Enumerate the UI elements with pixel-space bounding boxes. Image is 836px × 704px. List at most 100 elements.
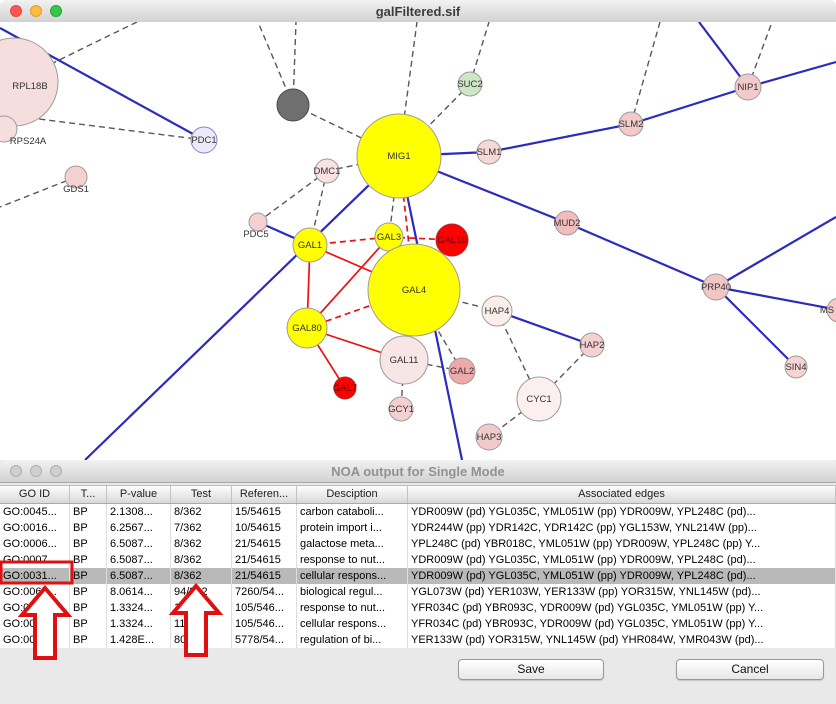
table-cell[interactable]: 80/362: [171, 632, 232, 648]
table-cell[interactable]: 7/362: [171, 520, 232, 536]
network-edge[interactable]: [413, 289, 463, 372]
table-cell[interactable]: galactose meta...: [297, 536, 408, 552]
table-cell[interactable]: carbon cataboli...: [297, 504, 408, 520]
table-cell[interactable]: YPL248C (pd) YBR018C, YML051W (pp) YDR00…: [408, 536, 836, 552]
network-edge[interactable]: [630, 22, 661, 125]
table-cell[interactable]: 8/362: [171, 504, 232, 520]
table-cell[interactable]: GO:0007...: [0, 600, 70, 616]
network-node-GAL80[interactable]: [286, 307, 328, 349]
network-edge[interactable]: [566, 221, 717, 289]
network-edge[interactable]: [496, 309, 593, 347]
network-node-MUD2[interactable]: [554, 210, 580, 236]
network-node-PDC1[interactable]: [190, 126, 218, 154]
table-cell[interactable]: 105/546...: [232, 600, 297, 616]
table-cell[interactable]: 11/362: [171, 600, 232, 616]
table-cell[interactable]: 2.1308...: [107, 504, 171, 520]
network-node-SLM1[interactable]: [476, 139, 502, 165]
network-node-DMC1[interactable]: [314, 158, 340, 184]
save-button[interactable]: Save: [458, 659, 604, 680]
column-header[interactable]: Referen...: [232, 486, 297, 503]
table-cell[interactable]: BP: [70, 536, 107, 552]
table-cell[interactable]: 1.3324...: [107, 616, 171, 632]
table-cell[interactable]: GO:0065...: [0, 584, 70, 600]
network-node-HAP4[interactable]: [481, 295, 513, 327]
network-node-NIP1[interactable]: [734, 73, 762, 101]
table-cell[interactable]: YDR244W (pp) YDR142C, YDR142C (pp) YGL15…: [408, 520, 836, 536]
minimize-button[interactable]: [30, 5, 42, 17]
table-cell[interactable]: BP: [70, 568, 107, 584]
cancel-button[interactable]: Cancel: [676, 659, 824, 680]
table-cell[interactable]: 21/54615: [232, 536, 297, 552]
table-cell[interactable]: GO:0045...: [0, 504, 70, 520]
table-cell[interactable]: 15/54615: [232, 504, 297, 520]
network-node-unlabeled[interactable]: [276, 88, 310, 122]
table-cell[interactable]: response to nut...: [297, 552, 408, 568]
table-cell[interactable]: response to nut...: [297, 600, 408, 616]
zoom-button[interactable]: [50, 465, 62, 477]
network-node-GAL1[interactable]: [292, 227, 328, 263]
table-cell[interactable]: BP: [70, 504, 107, 520]
table-cell[interactable]: YDR009W (pd) YGL035C, YML051W (pp) YDR00…: [408, 568, 836, 584]
network-edge[interactable]: [715, 285, 836, 311]
table-cell[interactable]: YFR034C (pd) YBR093C, YDR009W (pd) YGL03…: [408, 616, 836, 632]
table-cell[interactable]: 11/362: [171, 616, 232, 632]
network-node-GAL7[interactable]: [333, 376, 357, 400]
table-cell[interactable]: 10/54615: [232, 520, 297, 536]
table-cell[interactable]: 8.0614...: [107, 584, 171, 600]
network-node-GAL2[interactable]: [448, 357, 476, 385]
noa-window-titlebar[interactable]: NOA output for Single Mode: [0, 460, 836, 483]
network-node-HAP3[interactable]: [475, 423, 503, 451]
column-header[interactable]: Test: [171, 486, 232, 503]
network-edge[interactable]: [84, 155, 400, 460]
table-cell[interactable]: GO:0031...: [0, 616, 70, 632]
network-edge[interactable]: [488, 122, 632, 154]
table-cell[interactable]: 8/362: [171, 552, 232, 568]
minimize-button[interactable]: [30, 465, 42, 477]
column-header[interactable]: GO ID: [0, 486, 70, 503]
table-cell[interactable]: 5778/54...: [232, 632, 297, 648]
table-cell[interactable]: biological regul...: [297, 584, 408, 600]
network-graph[interactable]: RPL18BRPS24AGDS1PDC1DMC1MIG1SUC2SLM1SLM2…: [0, 22, 836, 460]
table-cell[interactable]: GO:0050...: [0, 632, 70, 648]
table-cell[interactable]: protein import i...: [297, 520, 408, 536]
table-cell[interactable]: 8/362: [171, 536, 232, 552]
table-cell[interactable]: GO:0006...: [0, 536, 70, 552]
network-node-GDS1[interactable]: [64, 165, 88, 189]
table-cell[interactable]: BP: [70, 520, 107, 536]
network-edge[interactable]: [0, 176, 77, 208]
column-header[interactable]: P-value: [107, 486, 171, 503]
table-cell[interactable]: BP: [70, 632, 107, 648]
table-cell[interactable]: 7260/54...: [232, 584, 297, 600]
table-cell[interactable]: YGL073W (pd) YER103W, YER133W (pp) YOR31…: [408, 584, 836, 600]
network-node-SLM2[interactable]: [618, 111, 644, 137]
table-cell[interactable]: GO:0016...: [0, 520, 70, 536]
table-cell[interactable]: BP: [70, 552, 107, 568]
table-cell[interactable]: 21/54615: [232, 552, 297, 568]
network-node-MIG1[interactable]: [356, 113, 442, 199]
table-cell[interactable]: 6.5087...: [107, 568, 171, 584]
table-cell[interactable]: GO:0007...: [0, 552, 70, 568]
table-cell[interactable]: 105/546...: [232, 616, 297, 632]
network-edge[interactable]: [747, 60, 836, 89]
table-cell[interactable]: 8/362: [171, 568, 232, 584]
network-node-PRP40[interactable]: [702, 273, 730, 301]
network-edge[interactable]: [698, 22, 749, 88]
table-cell[interactable]: GO:0031...: [0, 568, 70, 584]
table-cell[interactable]: YFR034C (pd) YBR093C, YDR009W (pd) YGL03…: [408, 600, 836, 616]
network-node-HAP2[interactable]: [579, 332, 605, 358]
network-edge[interactable]: [630, 85, 749, 126]
table-cell[interactable]: YER133W (pd) YOR315W, YNL145W (pd) YHR08…: [408, 632, 836, 648]
network-node-MS[interactable]: [826, 297, 836, 323]
network-edge[interactable]: [257, 170, 328, 223]
table-cell[interactable]: cellular respons...: [297, 568, 408, 584]
